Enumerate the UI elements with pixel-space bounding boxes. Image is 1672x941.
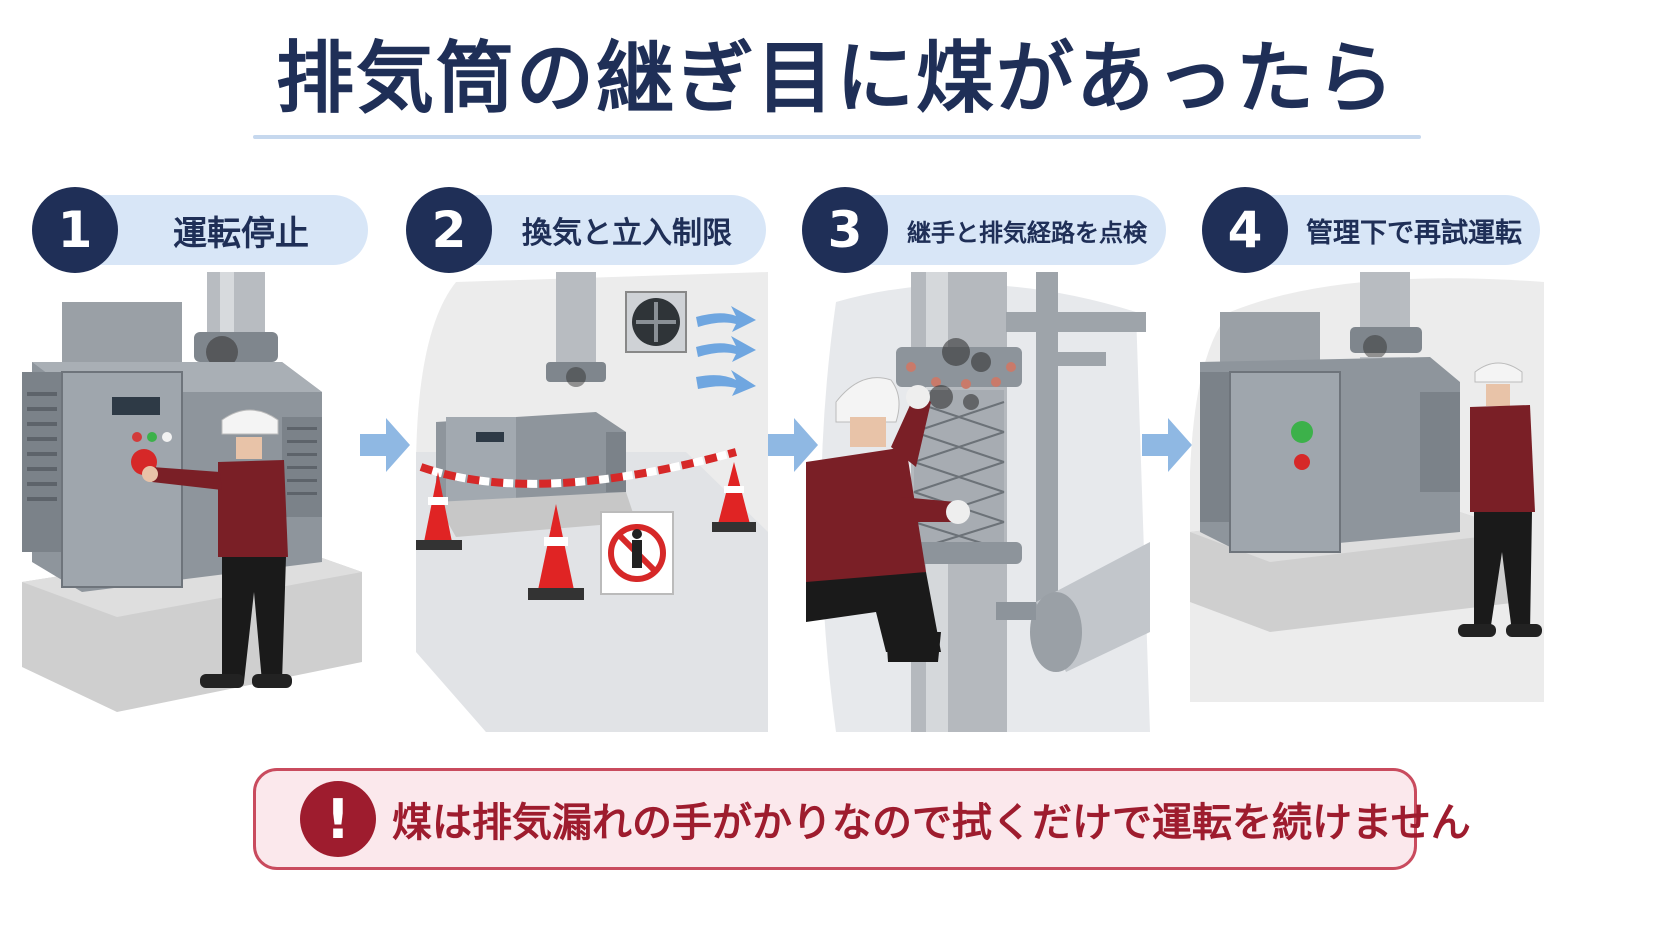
title-divider xyxy=(253,135,1421,139)
step-3-header: 3 継手と排気経路を点検 xyxy=(802,187,1166,273)
arrow-1-to-2 xyxy=(360,418,410,472)
step-2-illustration xyxy=(416,272,768,732)
arrow-3-to-4 xyxy=(1142,418,1192,472)
step-1-illustration xyxy=(22,272,362,742)
step-3-illustration xyxy=(806,272,1150,732)
step-2-label: 換気と立入制限 xyxy=(522,216,732,251)
step-2-header: 2 換気と立入制限 xyxy=(406,187,766,273)
step-3-number: 3 xyxy=(802,187,888,273)
step-2-number: 2 xyxy=(406,187,492,273)
arrow-2-to-3 xyxy=(768,418,818,472)
step-4-label: 管理下で再試運転 xyxy=(1306,217,1522,249)
step-1-number: 1 xyxy=(32,187,118,273)
step-1-header: 1 運転停止 xyxy=(32,187,368,273)
exclamation-icon: ! xyxy=(300,781,376,857)
page-title: 排気筒の継ぎ目に煤があったら xyxy=(275,34,1396,124)
step-4-header: 4 管理下で再試運転 xyxy=(1202,187,1540,273)
step-3-label: 継手と排気経路を点検 xyxy=(907,218,1147,247)
step-4-illustration xyxy=(1190,272,1544,702)
warning-text: 煤は排気漏れの手がかりなので拭くだけで運転を続けません xyxy=(392,800,1471,846)
step-4-number: 4 xyxy=(1202,187,1288,273)
step-1-label: 運転停止 xyxy=(173,213,309,254)
warning-box xyxy=(253,768,1417,870)
